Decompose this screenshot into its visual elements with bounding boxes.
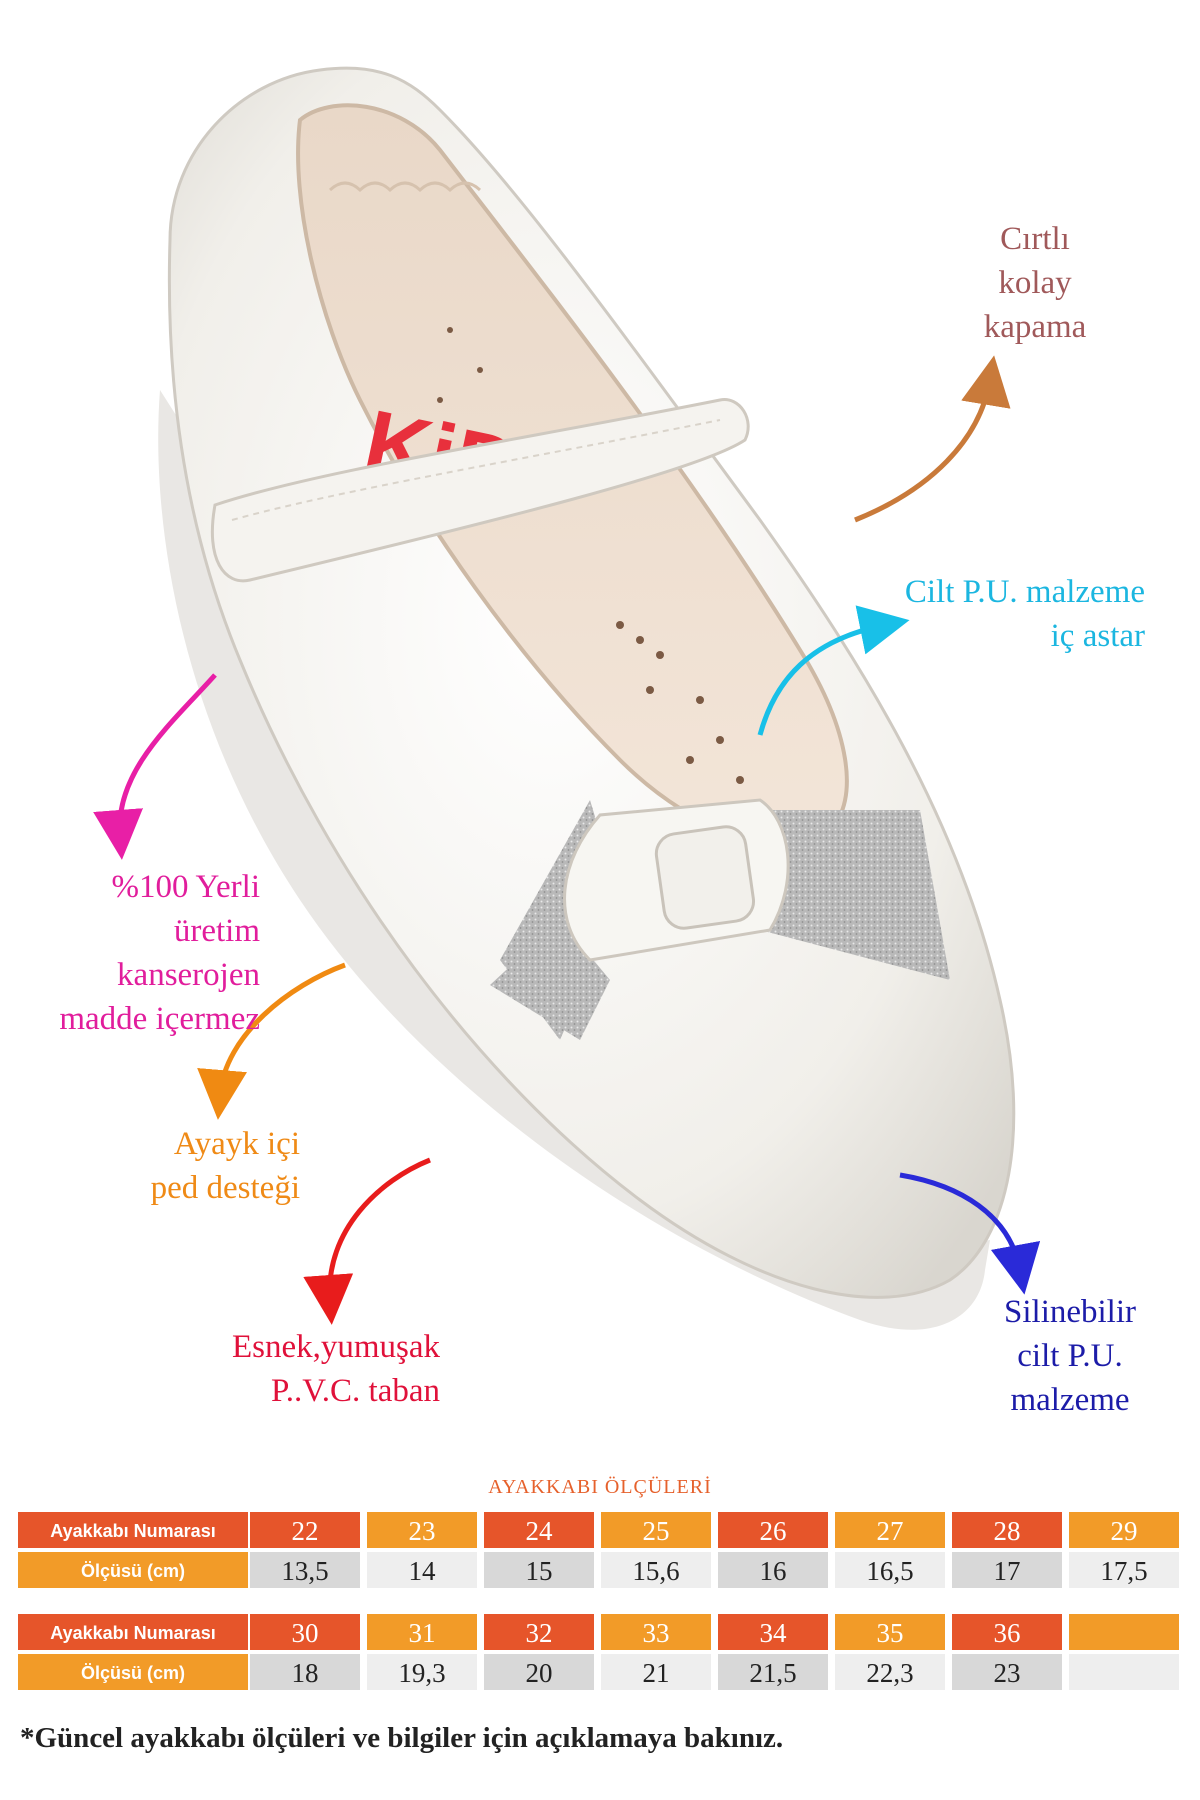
size-cm-cell: 15	[484, 1552, 594, 1588]
size-number-cell: 35	[835, 1614, 945, 1650]
size-cm-label: Ölçüsü (cm)	[18, 1654, 248, 1690]
size-cm-cell: 19,3	[367, 1654, 477, 1690]
feature-sole-line2: P..V.C. taban	[271, 1373, 440, 1409]
size-number-cell: 23	[367, 1512, 477, 1548]
feature-closure-line1: Cırtlı	[1000, 221, 1070, 257]
size-number-cell: 30	[250, 1614, 360, 1650]
size-number-label: Ayakkabı Numarası	[18, 1512, 248, 1548]
feature-sole-line1: Esnek,yumuşak	[231, 1329, 440, 1365]
size-number-cell: 29	[1069, 1512, 1179, 1548]
feature-lining-line1: Cilt P.U. malzeme	[904, 574, 1145, 610]
size-number-cell: 24	[484, 1512, 594, 1548]
size-number-cell: 34	[718, 1614, 828, 1650]
size-number-cell: 32	[484, 1614, 594, 1650]
size-cm-cell: 13,5	[250, 1552, 360, 1588]
feature-lining-line2: iç astar	[1050, 618, 1145, 654]
feature-closure-line2: kolay	[998, 265, 1072, 301]
feature-local-line2: kanserojen	[117, 957, 260, 993]
feature-insole-line1: Ayayk içi	[173, 1126, 300, 1162]
size-number-label: Ayakkabı Numarası	[18, 1614, 248, 1650]
feature-closure: Cırtlı kolay kapama	[960, 217, 1110, 349]
feature-insole-line2: ped desteği	[150, 1170, 300, 1206]
size-cm-cell: 22,3	[835, 1654, 945, 1690]
size-cm-cell: 17,5	[1069, 1552, 1179, 1588]
size-cm-cell: 17	[952, 1552, 1062, 1588]
size-cm-cell: 20	[484, 1654, 594, 1690]
feature-local-line1: %100 Yerli üretim	[111, 869, 260, 949]
size-number-cell: 26	[718, 1512, 828, 1548]
feature-insole: Ayayk içi ped desteği	[80, 1122, 300, 1210]
feature-sole: Esnek,yumuşak P..V.C. taban	[190, 1325, 440, 1413]
feature-closure-line3: kapama	[983, 309, 1087, 345]
size-number-cell: 31	[367, 1614, 477, 1650]
shoe-illustration: KiD	[158, 66, 1016, 1330]
size-cm-cell: 18	[250, 1654, 360, 1690]
size-cm-cell: 23	[952, 1654, 1062, 1690]
feature-local-production: %100 Yerli üretim kanserojen madde içerm…	[20, 865, 260, 1041]
feature-material: Silinebilir cilt P.U. malzeme	[980, 1290, 1160, 1422]
size-cm-cell	[1069, 1654, 1179, 1690]
feature-arrows	[93, 355, 1041, 1325]
size-cm-cell: 21,5	[718, 1654, 828, 1690]
feature-local-line3: madde içermez	[59, 1001, 260, 1037]
size-table-title: AYAKKABI ÖLÇÜLERİ	[488, 1476, 712, 1498]
size-number-cell: 25	[601, 1512, 711, 1548]
size-number-cell: 22	[250, 1512, 360, 1548]
feature-lining: Cilt P.U. malzeme iç astar	[840, 570, 1145, 658]
size-cm-cell: 15,6	[601, 1552, 711, 1588]
feature-material-line1: Silinebilir	[1004, 1294, 1136, 1330]
size-cm-cell: 14	[367, 1552, 477, 1588]
size-cm-label: Ölçüsü (cm)	[18, 1552, 248, 1588]
size-number-cell: 28	[952, 1512, 1062, 1548]
size-cm-cell: 21	[601, 1654, 711, 1690]
size-number-cell: 27	[835, 1512, 945, 1548]
size-number-cell: 36	[952, 1614, 1062, 1650]
feature-material-line3: malzeme	[1010, 1382, 1130, 1418]
size-number-cell: 33	[601, 1614, 711, 1650]
size-cm-cell: 16,5	[835, 1552, 945, 1588]
size-number-cell	[1069, 1614, 1179, 1650]
footnote: *Güncel ayakkabı ölçüleri ve bilgiler iç…	[20, 1722, 784, 1754]
size-cm-cell: 16	[718, 1552, 828, 1588]
feature-material-line2: cilt P.U.	[1017, 1338, 1123, 1374]
